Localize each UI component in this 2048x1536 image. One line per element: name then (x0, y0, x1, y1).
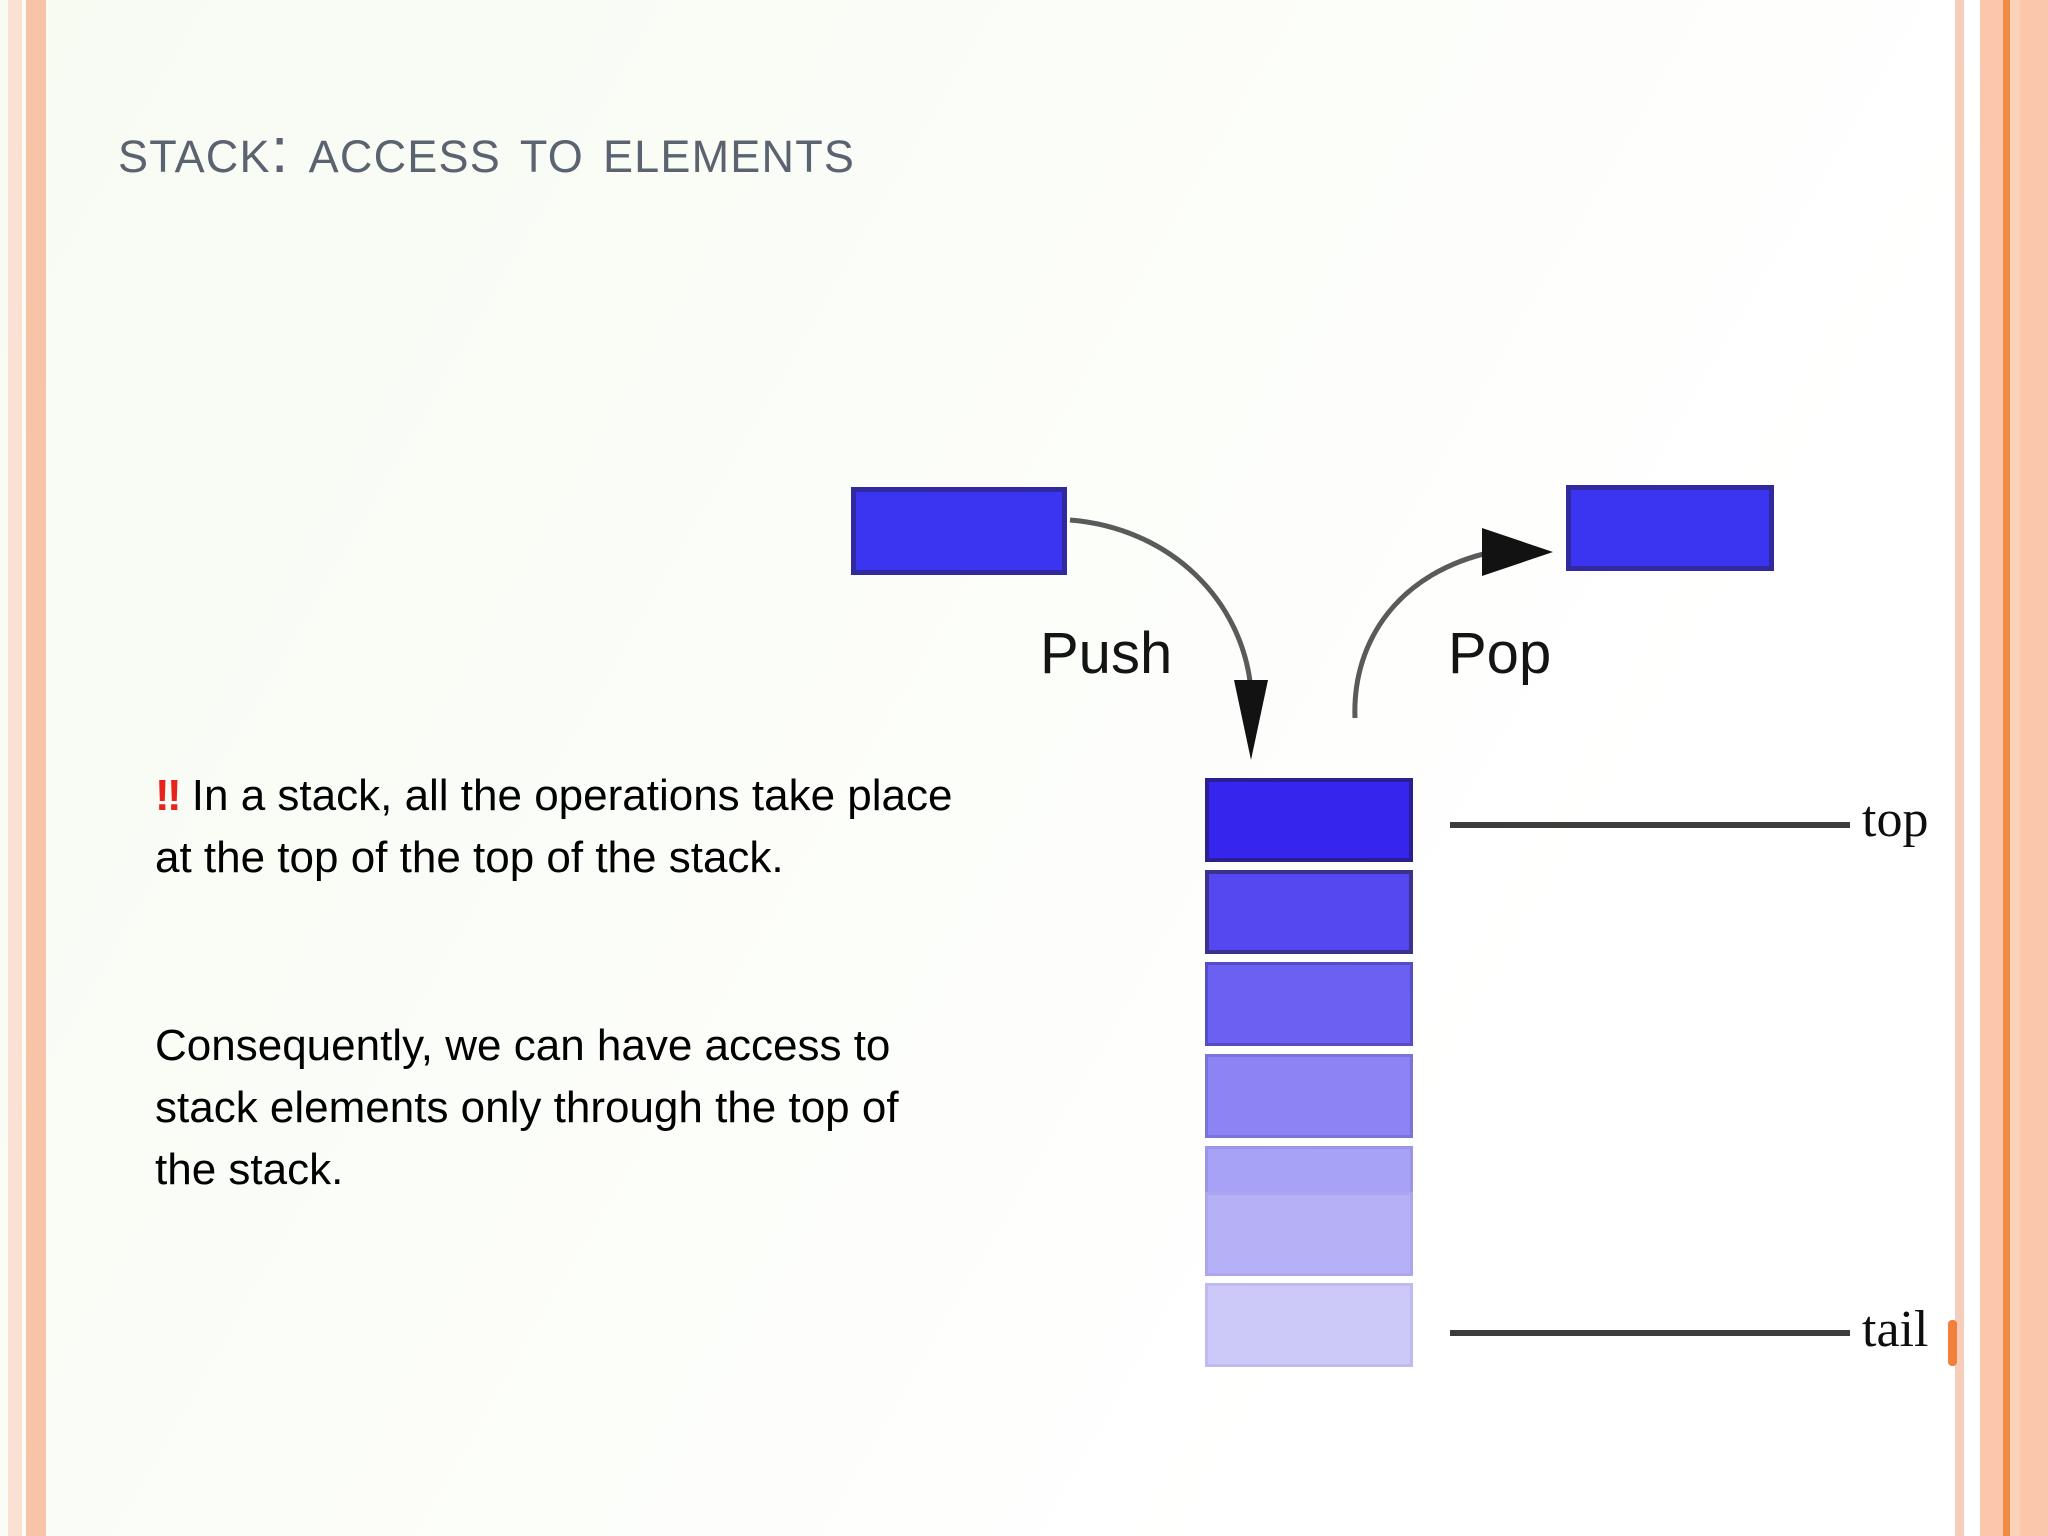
stack-box-4 (1205, 1054, 1413, 1138)
paragraph1-text: In a stack, all the operations take plac… (155, 771, 953, 882)
top-label: top (1862, 791, 1929, 848)
paragraph-access-through-top: Consequently, we can have access to stac… (155, 1021, 899, 1194)
page-title: Stack: access to elements (118, 114, 856, 186)
double-exclamation-bullet: ‼ (155, 771, 182, 820)
pop-arrow-head (1482, 528, 1553, 576)
push-arrow-path (1069, 517, 1254, 691)
top-leader-line (1450, 822, 1850, 828)
tail-label: tail (1862, 1301, 1929, 1358)
stack-box-6 (1205, 1192, 1413, 1276)
paragraph-operations-at-top: ‼ In a stack, all the operations take pl… (155, 765, 955, 889)
left-border-peach-strip (26, 0, 46, 1536)
pop-label: Pop (1448, 621, 1552, 686)
stack-box-tail (1205, 1283, 1413, 1367)
right-border-thin-strip (1955, 0, 1964, 1536)
push-arrow-head (1234, 680, 1268, 760)
push-label: Push (1040, 621, 1173, 686)
tail-leader-line (1450, 1330, 1850, 1336)
stack-box-top (1205, 778, 1413, 862)
push-input-box (851, 487, 1067, 575)
stack-box-2 (1205, 870, 1413, 954)
pop-output-box (1566, 485, 1774, 571)
tail-orange-tick-mark (1948, 1320, 1957, 1366)
stack-box-3 (1205, 962, 1413, 1046)
right-border-orange-line (2003, 0, 2010, 1536)
left-border-pink-strip (8, 0, 22, 1536)
right-border-inner-strip (2010, 0, 2020, 1536)
pop-arrow-path (1352, 549, 1493, 719)
